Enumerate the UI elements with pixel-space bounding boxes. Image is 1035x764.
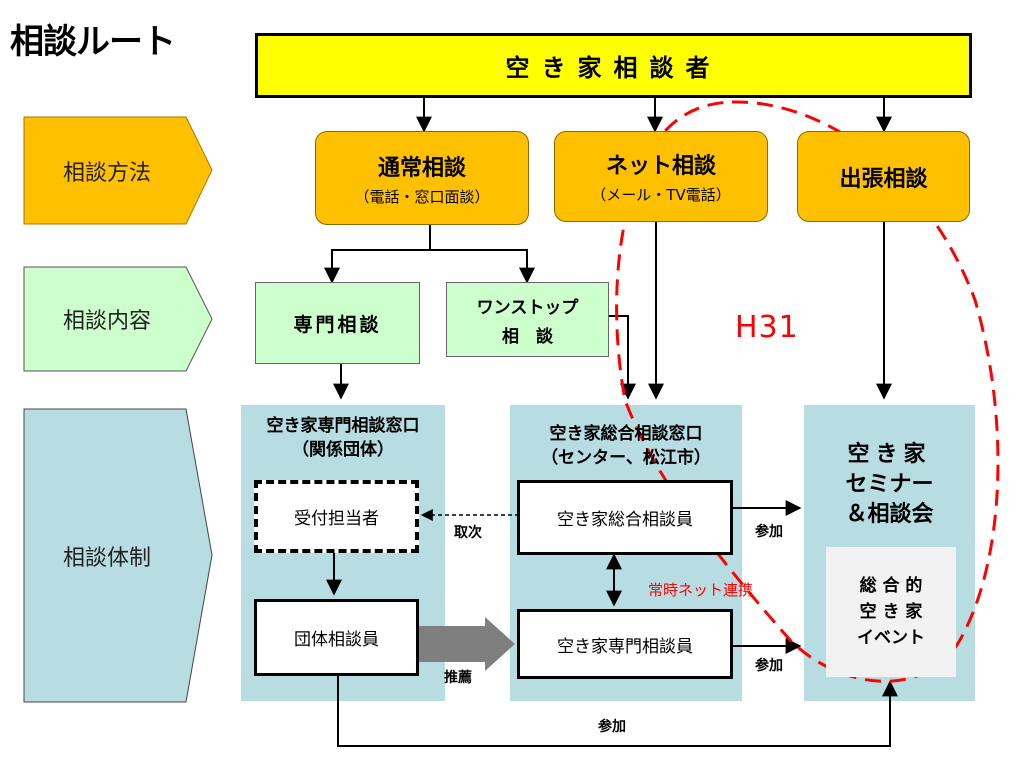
consulter-bar: 空き家相談者 [255,33,972,98]
box-receptionist: 受付担当者 [254,480,419,553]
content-onestop-line1: ワンストップ [476,297,579,318]
content-specialist: 専門相談 [255,282,420,364]
label-participate-specialist: 参加 [755,658,783,674]
content-onestop: ワンストップ 相 談 [446,282,609,357]
connector-regular-onestop [430,249,535,284]
box-event-line1: 総 合 的 [859,576,923,596]
row-label-shape-content [23,266,213,372]
method-net-title: ネット相談 [605,154,716,179]
panel-seminar-title-line1: 空き家 [847,442,932,467]
page-title: 相談ルート [10,22,176,62]
panel-specialist-title: 空き家専門相談窓口 （関係団体） [241,414,445,462]
connector-participate-group [337,676,898,747]
method-visit-title: 出張相談 [839,166,928,192]
connector-regular-split [324,225,431,284]
label-participate-group: 参加 [598,719,626,735]
recommend-arrow [419,617,515,671]
row-label-system: 相談体制 [62,545,151,571]
panel-general-title: 空き家総合相談窓口 （センター、松江市） [510,422,742,470]
method-regular: 通常相談 （電話・窓口面談） [315,131,529,225]
panel-seminar-title-line2: セミナー [845,472,934,497]
row-label-shape-method [23,116,213,225]
method-regular-sub: （電話・窓口面談） [354,187,490,206]
panel-seminar-title-line3: ＆相談会 [845,502,934,527]
label-referral: 取次 [454,525,482,541]
panel-seminar-title: 空き家 セミナー ＆相談会 [804,440,975,530]
label-h31: H31 [735,310,799,345]
panel-specialist-title-line2: （関係団体） [292,440,394,460]
box-group-counselor: 団体相談員 [254,599,419,676]
label-network: 常時ネット連携 [648,581,754,599]
box-event-line3: イベント [857,628,925,648]
method-net: ネット相談 （メール・TV電話） [554,131,768,222]
box-specialist-counselor: 空き家専門相談員 [517,609,733,679]
row-label-shape-system [23,408,213,703]
box-event-line2: 空 き 家 [859,602,923,622]
label-recommend: 推薦 [444,670,472,686]
method-visit: 出張相談 [797,131,970,222]
panel-general-title-line2: （センター、松江市） [541,448,711,468]
content-onestop-line2: 相 談 [502,326,553,347]
h31-dashed-loop [615,100,1000,683]
box-event: 総 合 的 空 き 家 イベント [826,547,956,677]
label-participate-general: 参加 [755,524,783,540]
row-label-content: 相談内容 [62,309,151,334]
box-general-counselor: 空き家総合相談員 [517,480,733,555]
panel-general-title-line1: 空き家総合相談窓口 [549,424,703,444]
row-label-method: 相談方法 [62,160,151,186]
method-regular-title: 通常相談 [377,155,466,181]
method-net-sub: （メール・TV電話） [591,186,731,204]
panel-specialist-title-line1: 空き家専門相談窓口 [266,416,420,436]
